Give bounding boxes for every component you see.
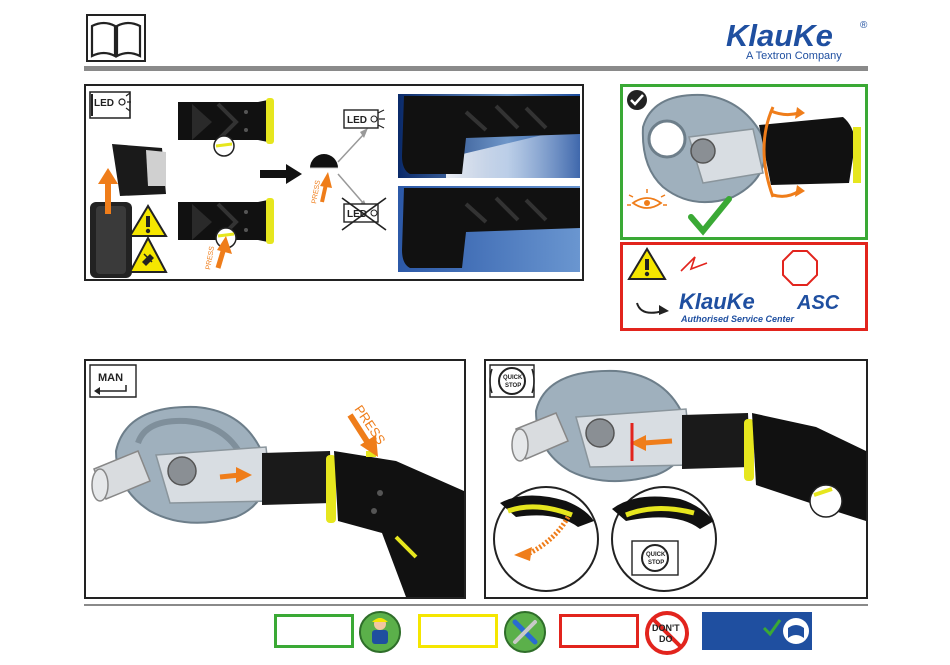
- quick-stop-panel: QUICK STOP: [484, 359, 868, 599]
- legend-yellow-box: [418, 614, 498, 648]
- curved-arrow-head: [659, 305, 669, 315]
- led-badge: LED: [90, 92, 131, 118]
- checkmark-icon: [691, 199, 729, 231]
- crimp-tool-illustration: [92, 407, 464, 597]
- service-panel: KlauKe ASC Authorised Service Center: [620, 242, 868, 331]
- tool-view-led-off: [178, 98, 274, 156]
- header-rule: [84, 66, 868, 71]
- brand-logo: KlauKe ® A Textron Company: [722, 18, 872, 64]
- service-check-icon: [627, 90, 647, 110]
- hand-pinch-warning-icon: [130, 238, 166, 272]
- visual-inspection-eye-icon: [627, 189, 667, 208]
- wrench-screwdriver-icon: [503, 610, 547, 654]
- quick-stop-inset-line2: STOP: [648, 560, 664, 566]
- manual-retract-panel: MAN PRESS: [84, 359, 466, 599]
- man-badge-label: MAN: [98, 372, 123, 384]
- led-on-label: LED: [347, 115, 367, 126]
- led-on-icon: LED: [344, 110, 385, 128]
- service-asc-subtitle: Authorised Service Center: [680, 314, 795, 324]
- warning-triangle-icon: [130, 206, 166, 236]
- led-badge-label: LED: [94, 98, 114, 109]
- service-asc: ASC: [796, 292, 840, 314]
- tool-light-off-photo: [398, 186, 580, 272]
- header: KlauKe ® A Textron Company: [0, 0, 950, 70]
- led-button-detail: PRESS: [310, 128, 368, 210]
- stop-sign-icon: [783, 251, 817, 285]
- press-label-lower: PRESS: [205, 245, 216, 270]
- quick-stop-trigger-detail: [494, 487, 598, 591]
- dont-do-icon: DON'T DO: [644, 610, 690, 656]
- quick-stop-badge-line2: STOP: [505, 383, 521, 389]
- flow-arrow: [260, 164, 302, 184]
- quick-stop-badge: QUICK STOP: [490, 365, 534, 397]
- dont-do-text-2: DO: [659, 634, 673, 644]
- checked-manual-icon: [702, 612, 812, 650]
- quick-stop-inset-line1: QUICK: [646, 552, 666, 558]
- press-arrow-icon: PRESS: [350, 402, 389, 457]
- legend-green-box: [274, 614, 354, 648]
- led-panel: LED: [84, 84, 584, 281]
- worker-icon: [358, 610, 402, 654]
- inspection-panel: [620, 84, 868, 240]
- tool-view-press-button: PRESS: [178, 198, 274, 270]
- legend-blue-box: [702, 612, 812, 650]
- warning-triangle-icon: [629, 249, 665, 279]
- quick-stop-badge-line1: QUICK: [503, 375, 523, 381]
- quick-stop-button-detail: QUICK STOP: [612, 487, 716, 591]
- brand-name: KlauKe: [726, 18, 833, 54]
- legend-red-box: [559, 614, 639, 648]
- man-badge: MAN: [90, 365, 136, 397]
- brand-registered-mark: ®: [860, 20, 867, 31]
- manual-book-icon: [86, 14, 146, 62]
- crimp-head-illustration: [643, 95, 861, 202]
- brand-tagline: A Textron Company: [746, 50, 842, 62]
- tool-light-on-photo: [398, 94, 580, 178]
- service-brand: KlauKe: [679, 289, 755, 314]
- footer-rule: [84, 604, 868, 606]
- broken-part-icon: [681, 257, 707, 271]
- dont-do-text-1: DON'T: [652, 623, 680, 633]
